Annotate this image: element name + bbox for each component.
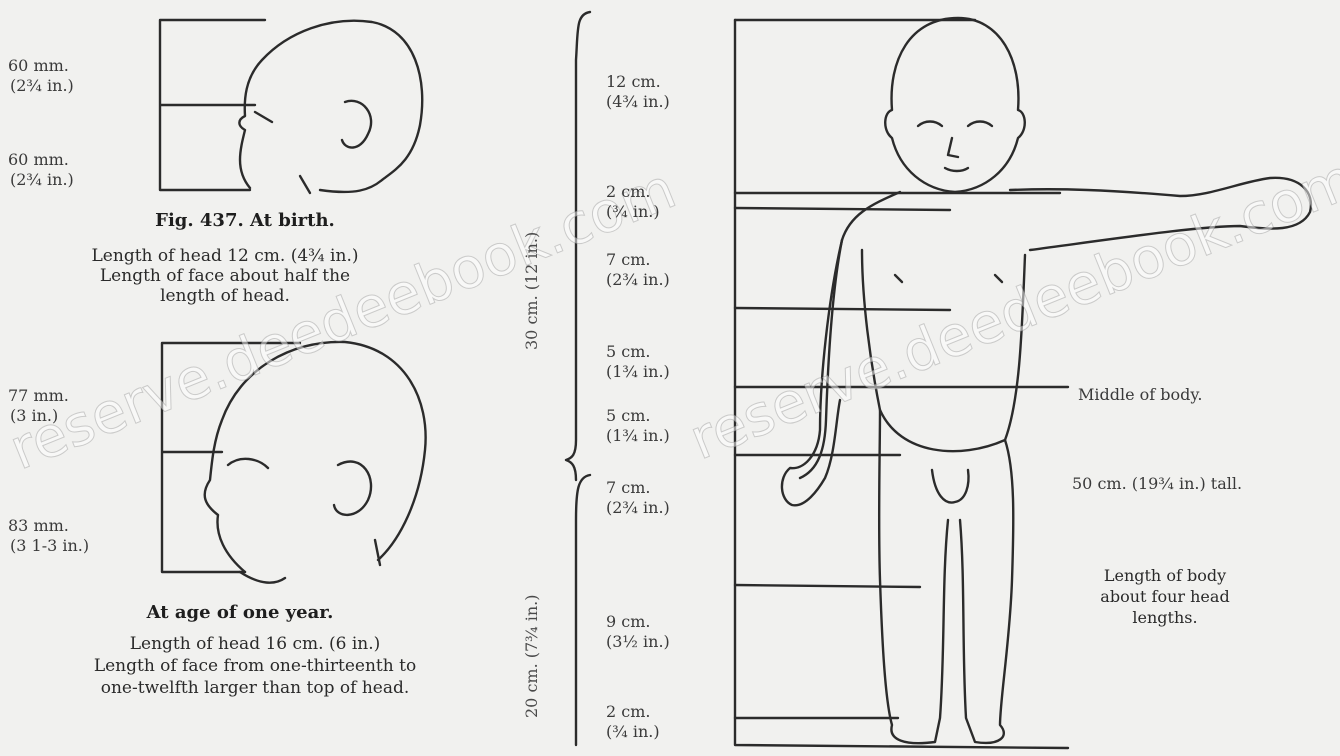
segment-8-inches: (¾ in.) bbox=[606, 722, 660, 742]
newborn-upper-inches: (2¾ in.) bbox=[10, 76, 74, 95]
segment-4-inches: (1¾ in.) bbox=[606, 362, 670, 382]
newborn-description-line-2: Length of face about half the bbox=[10, 266, 440, 286]
newborn-lower-inches: (2¾ in.) bbox=[10, 170, 74, 189]
newborn-upper-mm: 60 mm. bbox=[8, 56, 69, 75]
segment-3-inches: (2¾ in.) bbox=[606, 270, 670, 290]
length-note-line-2: about four head bbox=[1060, 587, 1270, 607]
segment-1-inches: (4¾ in.) bbox=[606, 92, 670, 112]
one-year-caption: At age of one year. bbox=[90, 602, 390, 623]
segment-2-cm: 2 cm. bbox=[606, 182, 650, 202]
lower-bracket-label: 20 cm. (7¾ in.) bbox=[522, 594, 541, 718]
segment-2-inches: (¾ in.) bbox=[606, 202, 660, 222]
segment-3-cm: 7 cm. bbox=[606, 250, 650, 270]
segment-1-cm: 12 cm. bbox=[606, 72, 661, 92]
middle-of-body-label: Middle of body. bbox=[1078, 385, 1202, 405]
one-year-lower-mm: 83 mm. bbox=[8, 516, 69, 535]
watermark-left: reserve.deedeebook.com bbox=[1, 156, 685, 483]
segment-6-cm: 7 cm. bbox=[606, 478, 650, 498]
segment-5-inches: (1¾ in.) bbox=[606, 426, 670, 446]
length-note-line-1: Length of body bbox=[1060, 566, 1270, 586]
segment-8-cm: 2 cm. bbox=[606, 702, 650, 722]
body-height-label: 50 cm. (19¾ in.) tall. bbox=[1072, 474, 1242, 494]
segment-7-cm: 9 cm. bbox=[606, 612, 650, 632]
one-year-description-line-2: Length of face from one-thirteenth to bbox=[0, 656, 510, 676]
one-year-upper-inches: (3 in.) bbox=[10, 406, 58, 425]
segment-6-inches: (2¾ in.) bbox=[606, 498, 670, 518]
length-note-line-3: lengths. bbox=[1060, 608, 1270, 628]
upper-bracket-label: 30 cm. (12 in.) bbox=[522, 232, 541, 350]
one-year-description-line-1: Length of head 16 cm. (6 in.) bbox=[0, 634, 510, 654]
one-year-lower-inches: (3 1-3 in.) bbox=[10, 536, 89, 555]
newborn-description-line-1: Length of head 12 cm. (4¾ in.) bbox=[10, 246, 440, 266]
newborn-figure-caption: Fig. 437. At birth. bbox=[100, 210, 390, 231]
segment-7-inches: (3½ in.) bbox=[606, 632, 670, 652]
newborn-head-drawing bbox=[160, 20, 422, 193]
segment-5-cm: 5 cm. bbox=[606, 406, 650, 426]
one-year-description-line-3: one-twelfth larger than top of head. bbox=[0, 678, 510, 698]
newborn-lower-mm: 60 mm. bbox=[8, 150, 69, 169]
segment-4-cm: 5 cm. bbox=[606, 342, 650, 362]
one-year-upper-mm: 77 mm. bbox=[8, 386, 69, 405]
newborn-description-line-3: length of head. bbox=[10, 286, 440, 306]
